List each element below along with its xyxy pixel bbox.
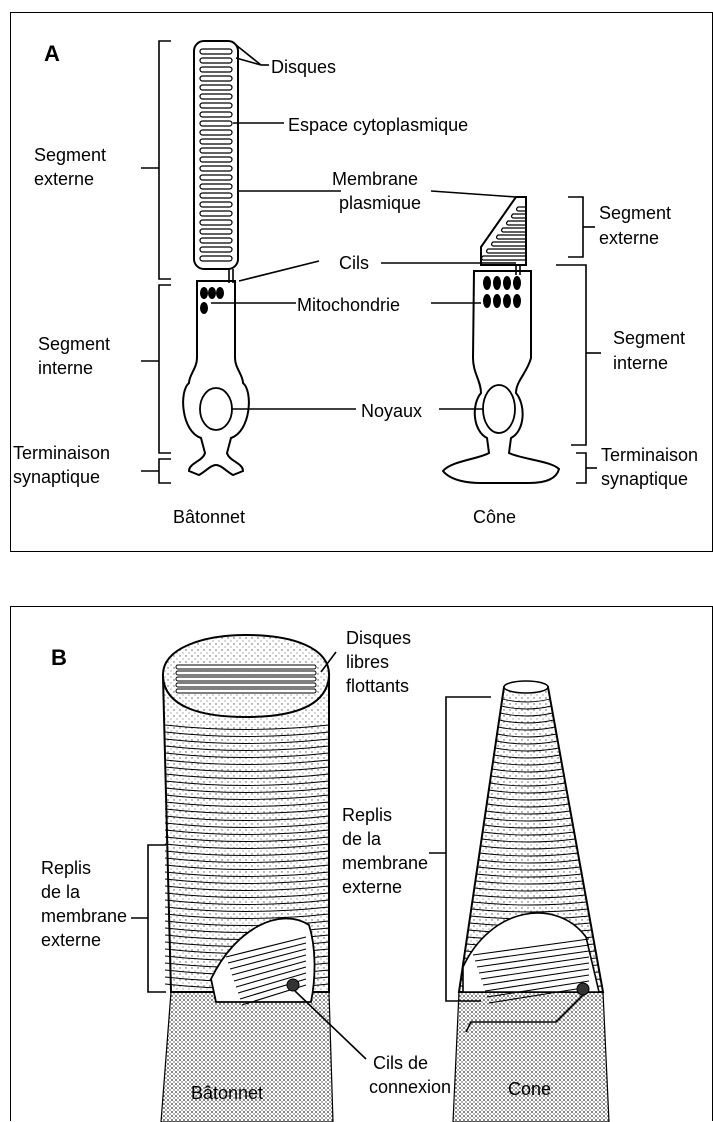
label-term-right-2: synaptique bbox=[601, 469, 688, 489]
label-seg-ext-left-1: Segment bbox=[34, 145, 106, 165]
panel-b: B Disques libres flottants Replis de la … bbox=[10, 606, 713, 1121]
label-seg-int-right-1: Segment bbox=[613, 328, 685, 348]
rod-free-discs bbox=[176, 665, 316, 693]
label-term-left-1: Terminaison bbox=[13, 443, 110, 463]
label-replis-right-2: de la bbox=[342, 829, 382, 849]
rod-cilium-dot bbox=[287, 979, 299, 991]
label-disques: Disques bbox=[271, 57, 336, 77]
label-cils-connexion-1: Cils de bbox=[373, 1053, 428, 1073]
panel-a-letter: A bbox=[44, 41, 60, 66]
panel-b-letter: B bbox=[51, 645, 67, 670]
label-seg-ext-left-2: externe bbox=[34, 169, 94, 189]
label-replis-left-1: Replis bbox=[41, 858, 91, 878]
label-noyaux: Noyaux bbox=[361, 401, 422, 421]
label-replis-right-1: Replis bbox=[342, 805, 392, 825]
cone-cilium-dot bbox=[577, 983, 589, 995]
label-cils-connexion-2: connexion bbox=[369, 1077, 451, 1097]
label-seg-ext-right-2: externe bbox=[599, 228, 659, 248]
label-replis-left-4: externe bbox=[41, 930, 101, 950]
rod-top-cap bbox=[163, 635, 329, 717]
label-replis-left-3: membrane bbox=[41, 906, 127, 926]
cone-inner-stalk bbox=[453, 992, 609, 1122]
label-disques-libres-1: Disques bbox=[346, 628, 411, 648]
caption-cone-a: Cône bbox=[473, 507, 516, 527]
label-seg-int-left-2: interne bbox=[38, 358, 93, 378]
label-membrane-2: plasmique bbox=[339, 193, 421, 213]
label-replis-right-3: membrane bbox=[342, 853, 428, 873]
label-mitochondrie: Mitochondrie bbox=[297, 295, 400, 315]
label-term-right-1: Terminaison bbox=[601, 445, 698, 465]
label-cils: Cils bbox=[339, 253, 369, 273]
label-seg-ext-right-1: Segment bbox=[599, 203, 671, 223]
label-espace-cytoplasmique: Espace cytoplasmique bbox=[288, 115, 468, 135]
label-disques-libres-3: flottants bbox=[346, 676, 409, 696]
panel-a-diagram: A Disques Espace cytoplasmique Membrane … bbox=[11, 13, 713, 553]
caption-rod-a: Bâtonnet bbox=[173, 507, 245, 527]
label-membrane-1: Membrane bbox=[332, 169, 418, 189]
label-seg-int-left-1: Segment bbox=[38, 334, 110, 354]
label-replis-left-2: de la bbox=[41, 882, 81, 902]
caption-rod-b: Bâtonnet bbox=[191, 1083, 263, 1103]
caption-cone-b: Cone bbox=[508, 1079, 551, 1099]
cone-tip bbox=[504, 681, 548, 693]
label-seg-int-right-2: interne bbox=[613, 353, 668, 373]
label-disques-libres-2: libres bbox=[346, 652, 389, 672]
label-replis-right-4: externe bbox=[342, 877, 402, 897]
label-term-left-2: synaptique bbox=[13, 467, 100, 487]
rod-inner-segment bbox=[183, 281, 249, 475]
panel-a: A Disques Espace cytoplasmique Membrane … bbox=[10, 12, 713, 552]
panel-b-diagram: B Disques libres flottants Replis de la … bbox=[11, 607, 713, 1122]
rod-outer-segment bbox=[194, 41, 238, 269]
